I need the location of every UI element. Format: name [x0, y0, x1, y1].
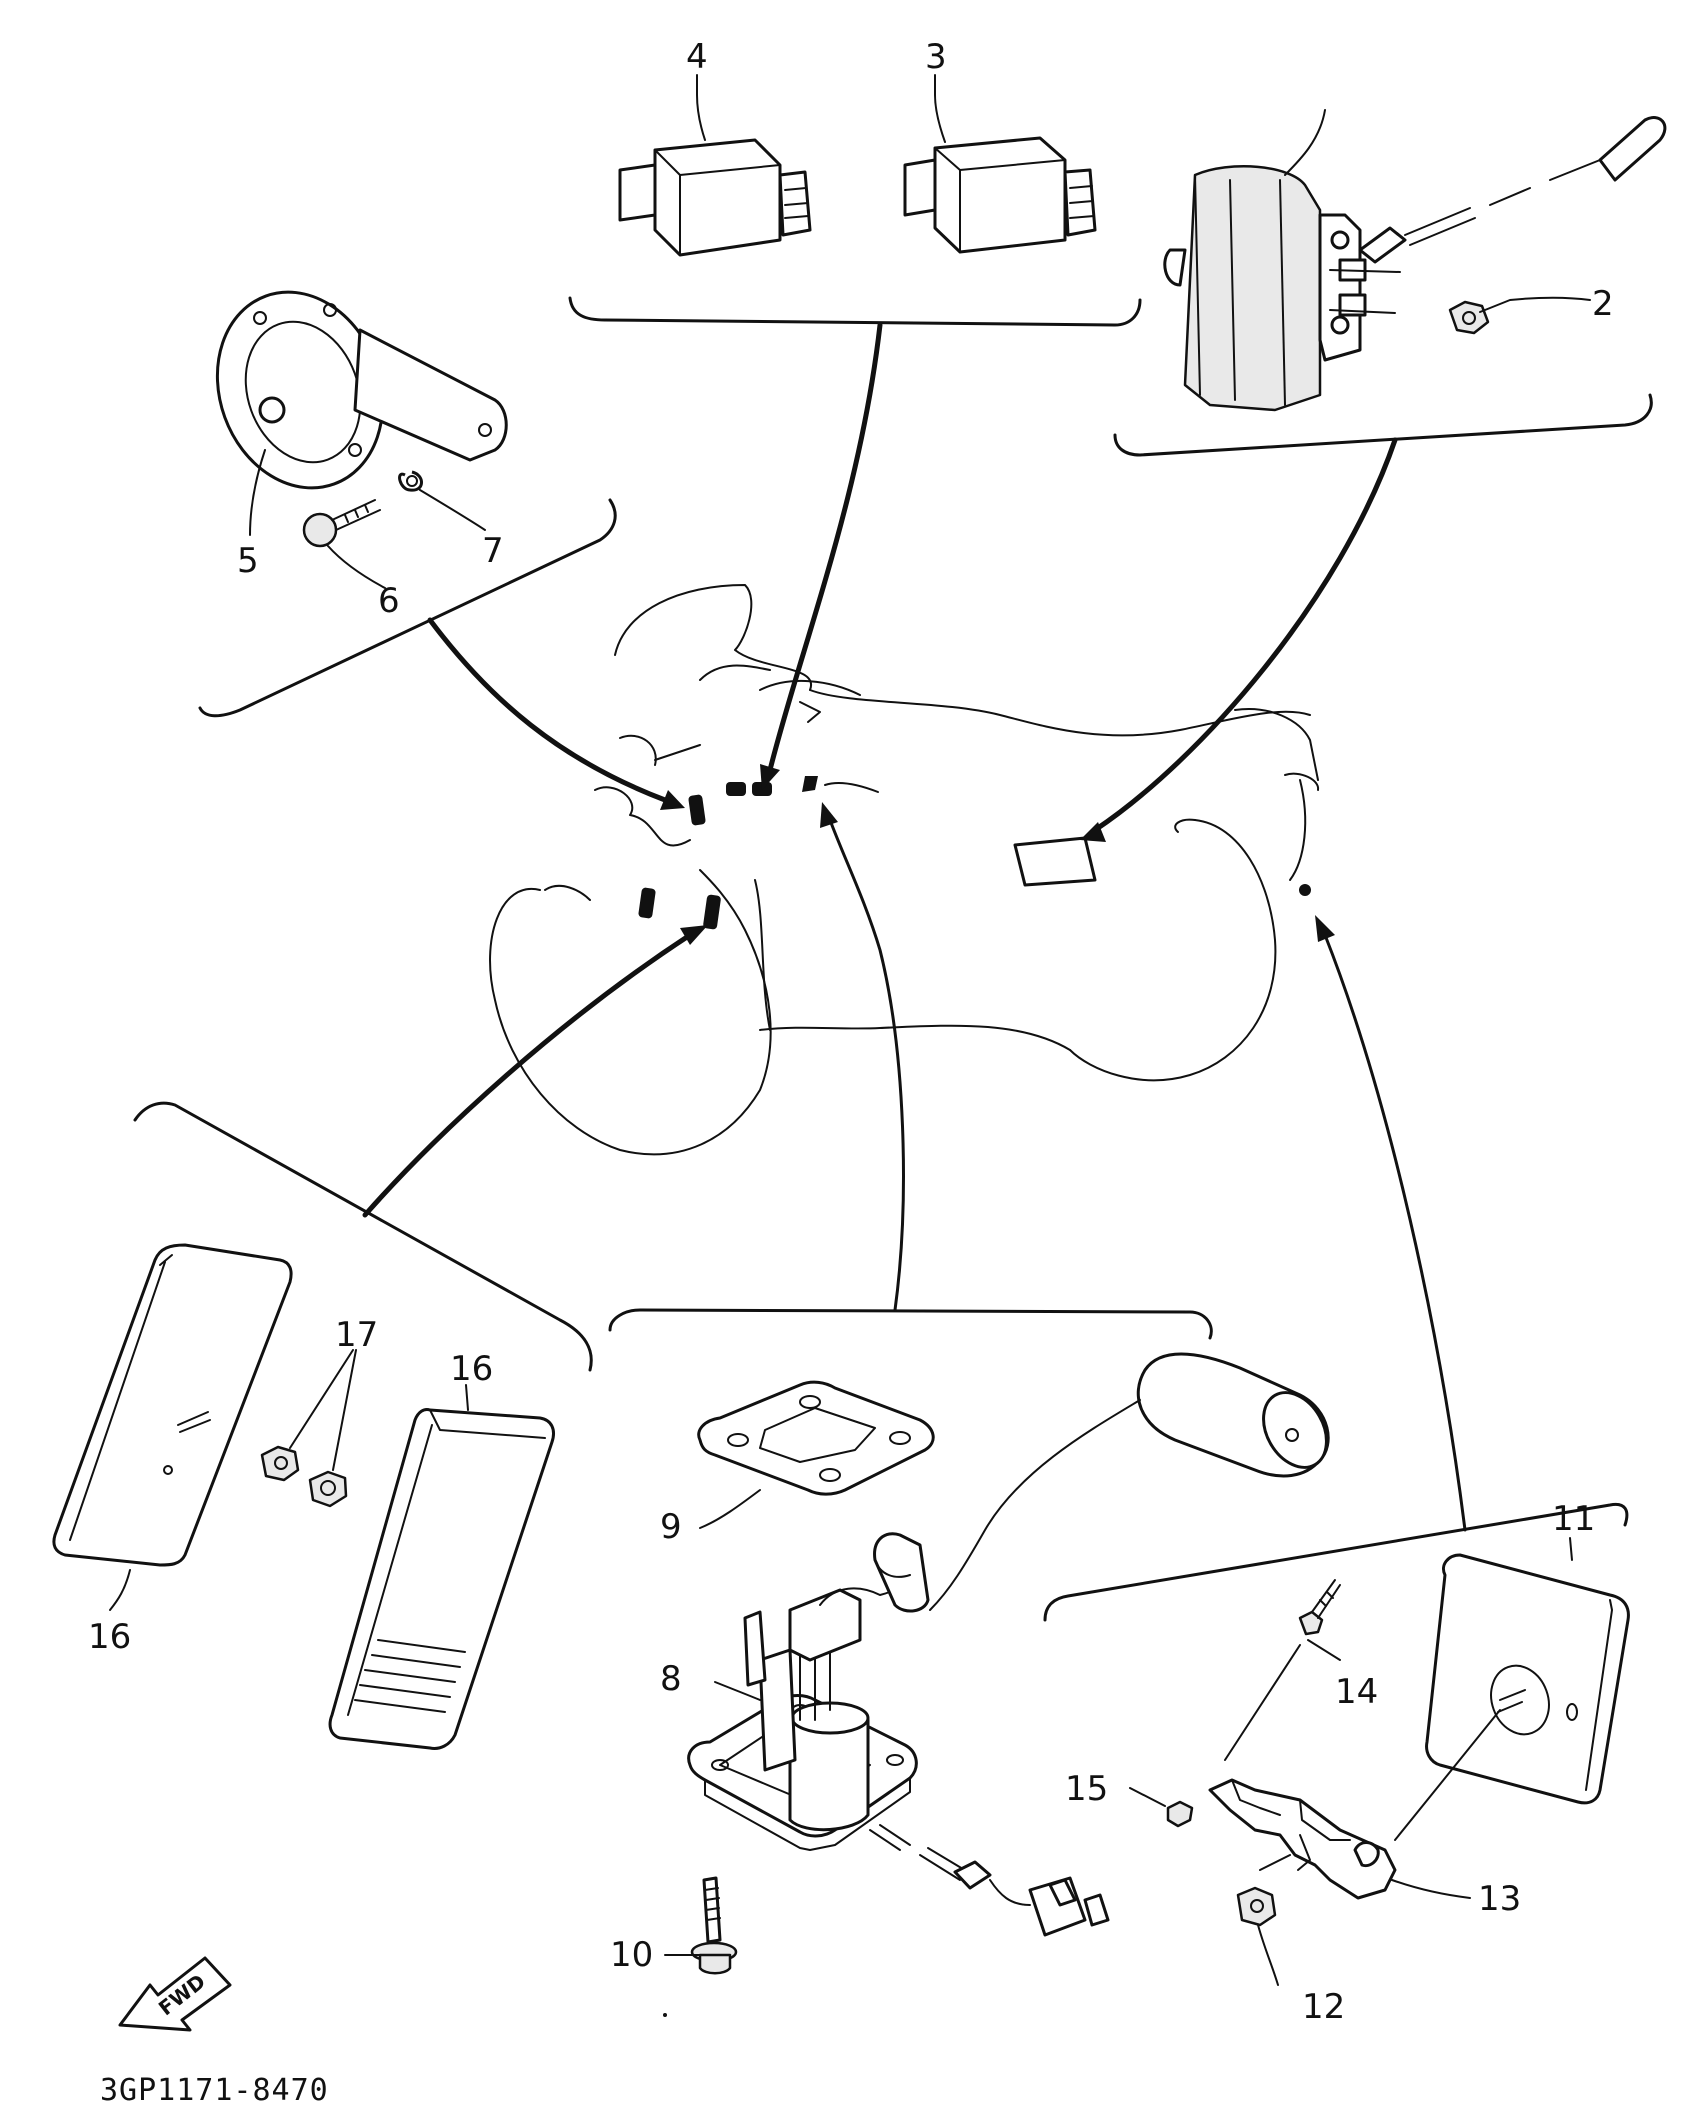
relay-4: [618, 138, 812, 257]
switch-arrow: [1092, 437, 1398, 833]
callout-8: 8: [660, 1659, 682, 1699]
reflector-arrow: [362, 932, 693, 1218]
callout-7: 7: [482, 531, 504, 571]
callout-10: 10: [610, 1935, 653, 1975]
callout-16-left: 16: [88, 1617, 131, 1657]
callout-4: 4: [686, 37, 708, 77]
callout-5: 5: [237, 541, 259, 581]
relay-arrow: [767, 322, 883, 773]
reflector-bracket: [133, 1101, 593, 1372]
callout-17: 17: [335, 1315, 378, 1355]
rear-box-silhouette: [1013, 836, 1097, 887]
callout-16-right: 16: [450, 1349, 493, 1389]
callout-13: 13: [1478, 1879, 1521, 1919]
nut-12: [1236, 1886, 1277, 1927]
relay-bracket: [568, 296, 1142, 327]
nut-15: [1166, 1800, 1194, 1828]
fuel-pump-bracket: [608, 1308, 1213, 1340]
washer-7: [398, 470, 423, 492]
plate-11: [1425, 1553, 1630, 1805]
horn-5: [215, 290, 508, 490]
callout-12: 12: [1302, 1987, 1345, 2027]
horn-group: [198, 290, 685, 810]
bracket-group-line: [1043, 1502, 1629, 1622]
callout-14: 14: [1335, 1672, 1378, 1712]
forward-direction-badge: FWD: [118, 1956, 232, 2032]
reflector-group: [52, 925, 708, 1750]
float-part: [929, 1352, 1330, 1611]
bolt-10: [690, 1876, 738, 1975]
reference-code: 3GP1171-8470: [100, 2073, 329, 2108]
sensor-bracket-group: [1043, 915, 1630, 1986]
switch-bracket: [1113, 393, 1653, 457]
callout-6: 6: [378, 581, 400, 621]
fuel-pump-8: [687, 1532, 1110, 1937]
switch-unit-body: [1183, 165, 1322, 412]
reflector-16-right: [328, 1408, 555, 1750]
mount-location-marks: [638, 776, 1311, 930]
nut-17b: [308, 1470, 348, 1508]
gasket-9: [697, 1380, 935, 1496]
mount-bracket: [1208, 1778, 1397, 1900]
callout-11: 11: [1552, 1499, 1595, 1539]
callout-3: 3: [925, 37, 947, 77]
horn-arrow: [427, 617, 668, 803]
nut-2: [1448, 300, 1490, 335]
horn-bracket: [198, 498, 617, 718]
bracket-group-arrow: [1323, 933, 1467, 1532]
callout-labels: 2 3 4 5 6 7 8 9 10 11 12 13 14 15 16 16 …: [88, 37, 1614, 2027]
switch-unit-group: [1080, 109, 1667, 842]
callout-2: 2: [1592, 284, 1614, 324]
nut-17a: [260, 1445, 300, 1482]
relay-group: [568, 74, 1142, 790]
relay-3: [903, 136, 1097, 254]
reflector-16-left: [52, 1243, 293, 1567]
motorcycle-outline: [489, 584, 1320, 1156]
bolt-6: [302, 499, 381, 548]
screw-14: [1298, 1579, 1341, 1636]
fuel-pump-arrow: [828, 818, 905, 1312]
fuel-pump-group: [608, 802, 1330, 2017]
callout-15: 15: [1065, 1769, 1108, 1809]
callout-9: 9: [660, 1507, 682, 1547]
